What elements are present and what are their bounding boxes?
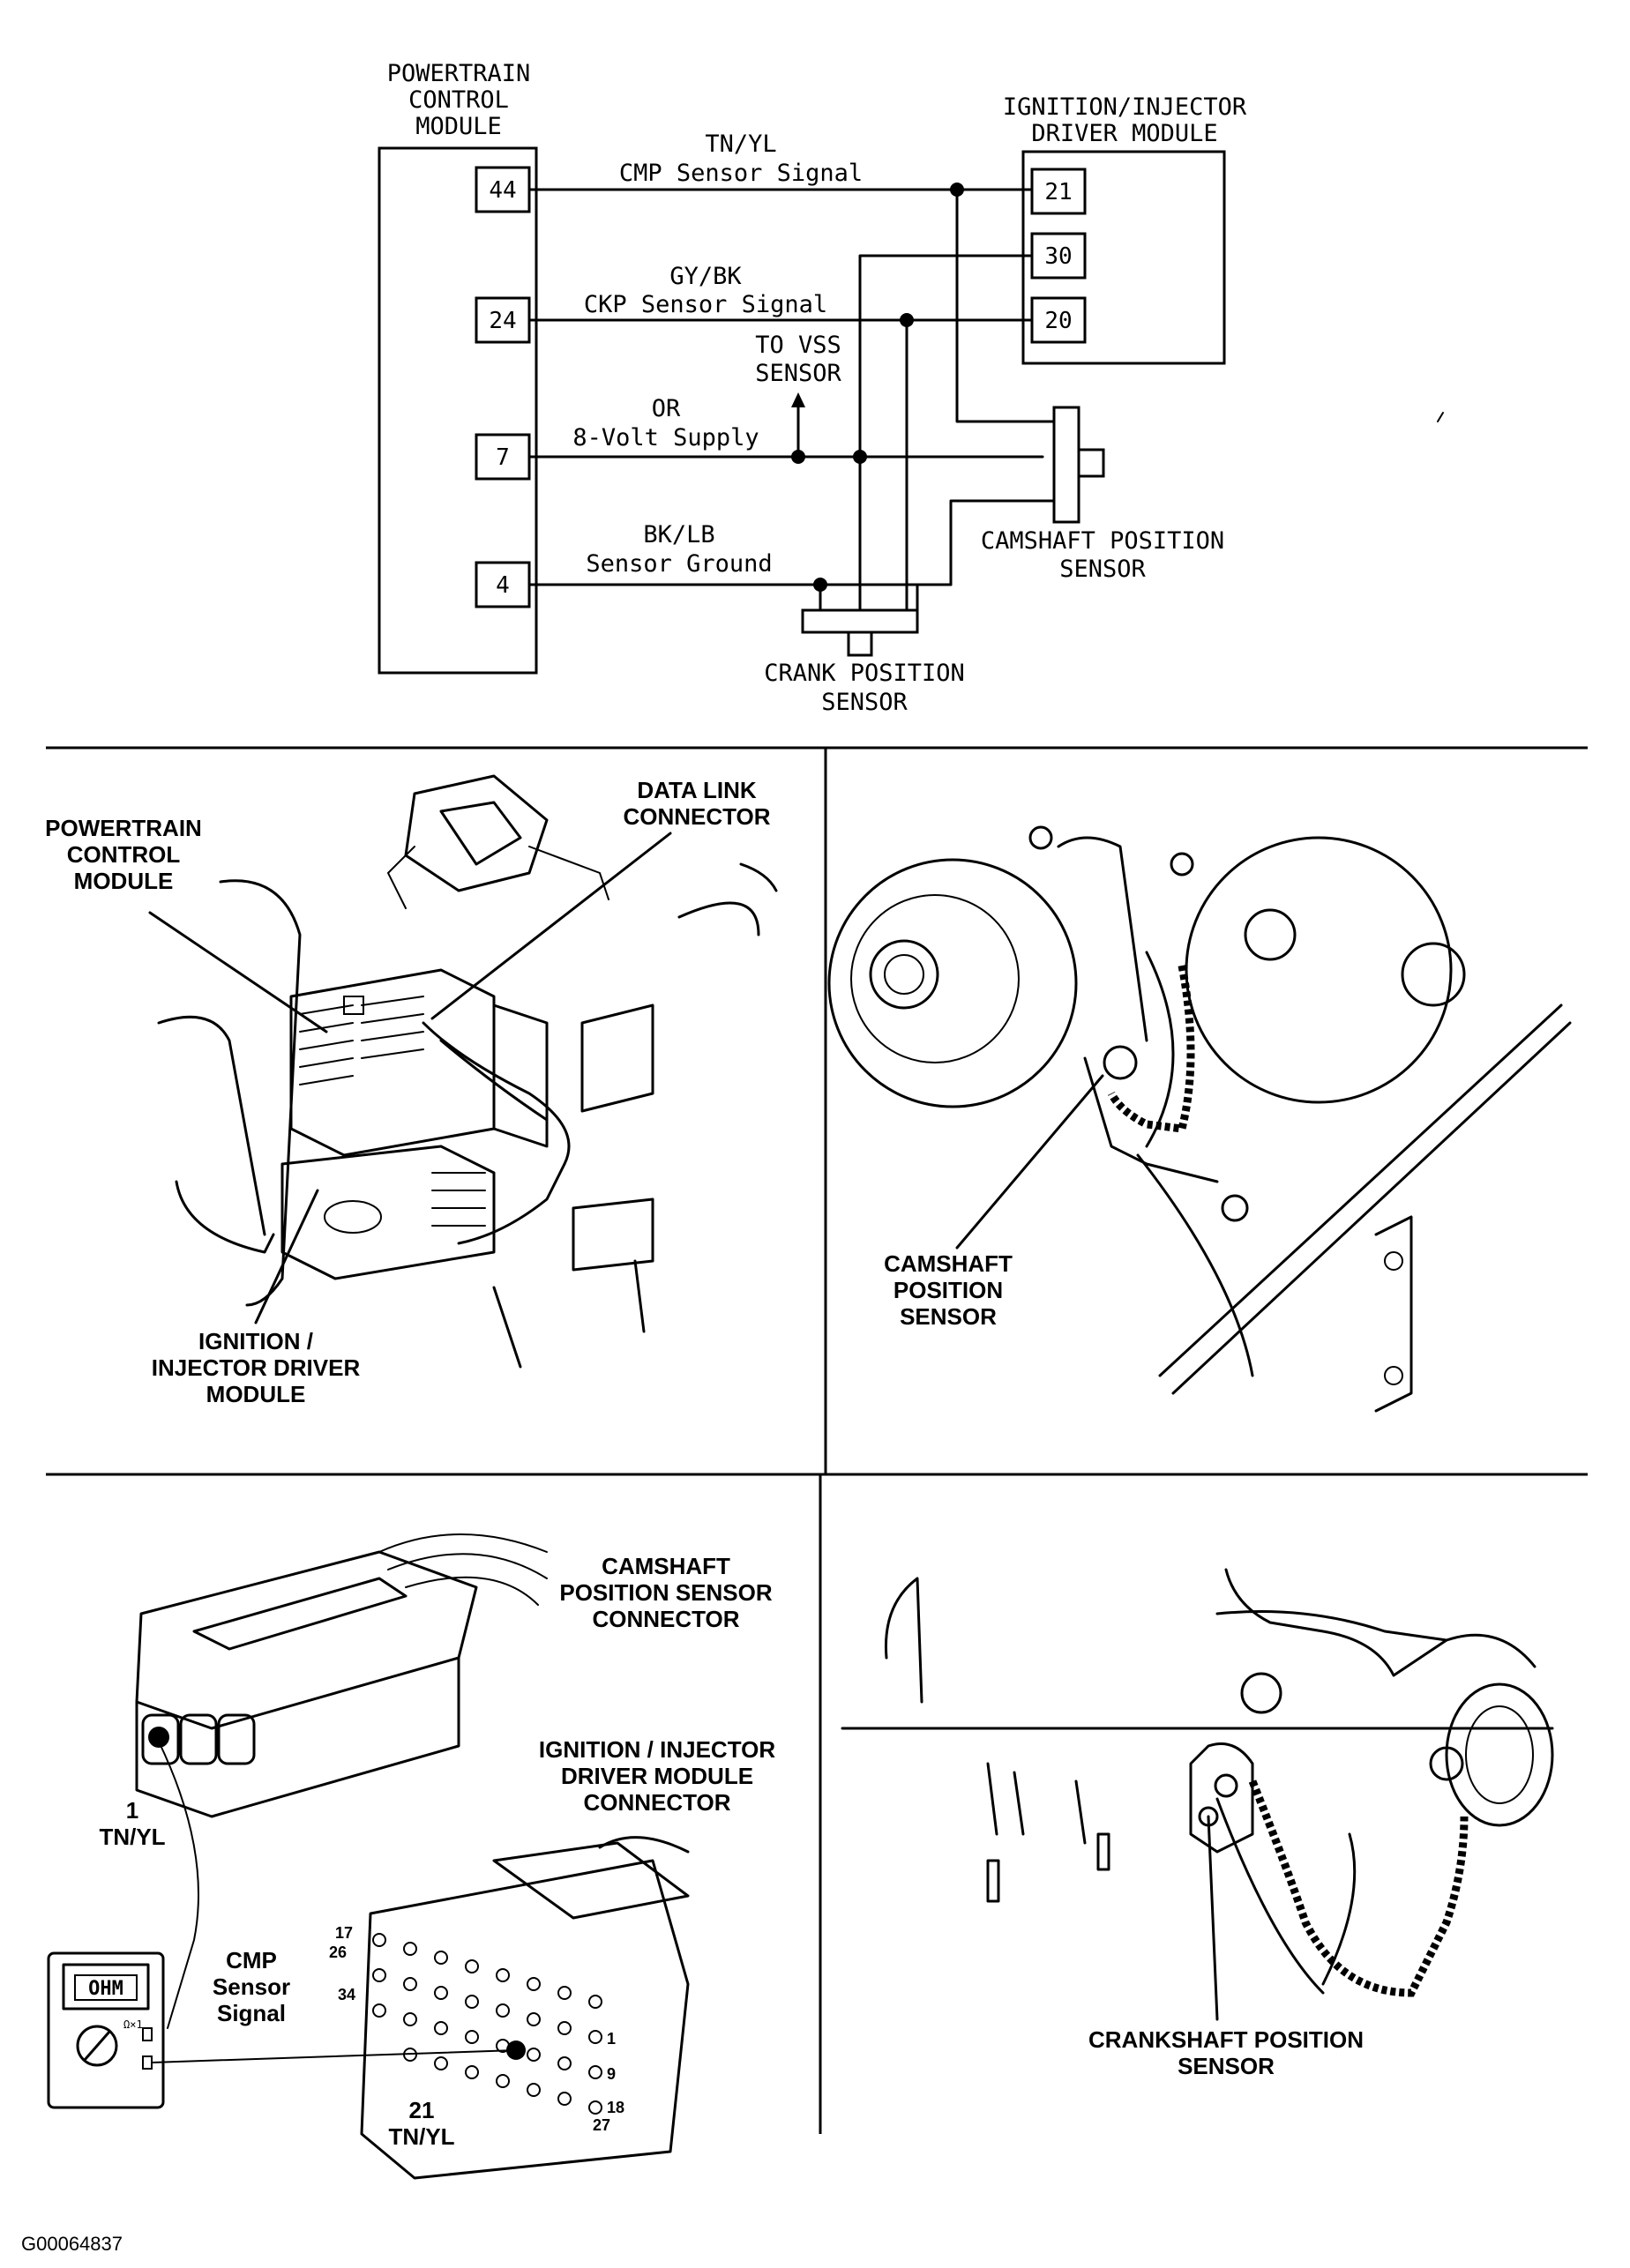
wire-4-color: BK/LB bbox=[643, 521, 714, 548]
cam-sensor-callout-line-2: POSITION bbox=[894, 1277, 1003, 1303]
junction-dot bbox=[813, 578, 827, 592]
cmp-connector-callout-line-2: POSITION SENSOR bbox=[559, 1579, 772, 1606]
pcm-callout-line-3: MODULE bbox=[74, 868, 174, 894]
crankshaft-sensor-illustration bbox=[841, 1568, 1554, 2021]
pin-number-34: 34 bbox=[338, 1986, 355, 2003]
pcm-callout-line-1: POWERTRAIN bbox=[45, 815, 202, 841]
pin-number-9: 9 bbox=[607, 2065, 616, 2083]
schematic-panel: POWERTRAIN CONTROL MODULE 44 24 7 4 IGNI… bbox=[378, 60, 1444, 716]
idm-pin-21-box bbox=[1030, 168, 1087, 215]
cmp-sensor-label-line-1: CAMSHAFT POSITION bbox=[981, 527, 1224, 555]
crank-sensor-callout-line-1: CRANKSHAFT POSITION bbox=[1088, 2026, 1364, 2053]
pcm-title-line-3: MODULE bbox=[415, 113, 502, 140]
ohmmeter-display: OHM bbox=[88, 1978, 123, 2000]
pcm-box bbox=[378, 146, 538, 675]
pcm-title-line-1: POWERTRAIN bbox=[387, 60, 531, 87]
idm-box bbox=[1021, 150, 1226, 365]
idm-pin-30: 30 bbox=[1044, 243, 1072, 270]
wire-4-label: Sensor Ground bbox=[586, 550, 772, 578]
ckp-sensor-label-line-2: SENSOR bbox=[821, 689, 908, 716]
idm-connector-callout-line-2: DRIVER MODULE bbox=[561, 1763, 753, 1789]
idm-title-line-1: IGNITION/INJECTOR bbox=[1003, 93, 1247, 121]
ohmmeter-range: Ω×1 bbox=[123, 2018, 143, 2031]
camshaft-position-sensor-symbol bbox=[1052, 406, 1105, 524]
vss-label-line-1: TO VSS bbox=[755, 332, 841, 359]
pin-number-18: 18 bbox=[607, 2099, 624, 2116]
schematic-wires bbox=[527, 188, 1056, 615]
cam-sensor-callout-line-3: SENSOR bbox=[900, 1303, 997, 1330]
dlc-callout-line-1: DATA LINK bbox=[637, 777, 756, 803]
cam-sensor-callout-line-1: CAMSHAFT bbox=[884, 1250, 1013, 1277]
wire-3-color: OR bbox=[652, 395, 681, 422]
wire-1-color: TN/YL bbox=[705, 131, 776, 158]
idm-connector-pins bbox=[372, 1933, 602, 2115]
cmp-signal-label-line-2: Sensor bbox=[213, 1973, 290, 2000]
pin-number-26: 26 bbox=[329, 1943, 347, 1961]
cmp-sensor-label-line-2: SENSOR bbox=[1059, 556, 1146, 583]
junction-dot bbox=[900, 313, 914, 327]
wire-1-label: CMP Sensor Signal bbox=[619, 160, 863, 187]
ckp-sensor-label-line-1: CRANK POSITION bbox=[764, 660, 965, 687]
engine-bay-illustration bbox=[148, 774, 778, 1369]
figure-id: G00064837 bbox=[21, 2233, 123, 2255]
wire-2-color: GY/BK bbox=[669, 263, 742, 290]
dlc-callout-line-2: CONNECTOR bbox=[623, 803, 770, 830]
idm-pin-20: 20 bbox=[1044, 308, 1072, 334]
pin-number-17: 17 bbox=[335, 1924, 353, 1942]
pin-number-1: 1 bbox=[607, 2030, 616, 2048]
pin1-label-color: TN/YL bbox=[99, 1824, 165, 1850]
pcm-pin-4: 4 bbox=[496, 572, 510, 599]
vss-label-line-2: SENSOR bbox=[755, 360, 841, 387]
pcm-pin-24: 24 bbox=[489, 308, 516, 334]
cmp-signal-label-line-1: CMP bbox=[226, 1947, 277, 1973]
cmp-connector-callout-line-1: CAMSHAFT bbox=[602, 1553, 730, 1579]
idm-connector-callout-line-3: CONNECTOR bbox=[583, 1789, 730, 1816]
wire-2-label: CKP Sensor Signal bbox=[584, 291, 827, 318]
cmp-connector-callout-line-3: CONNECTOR bbox=[592, 1606, 739, 1632]
pin-number-27: 27 bbox=[593, 2116, 610, 2134]
idm-pin-21: 21 bbox=[1044, 179, 1072, 205]
junction-dot bbox=[791, 450, 805, 464]
junction-dot bbox=[853, 450, 867, 464]
idm-callout-line-2: INJECTOR DRIVER bbox=[152, 1354, 361, 1381]
pin1-label-number: 1 bbox=[126, 1797, 138, 1824]
junction-dot bbox=[950, 183, 964, 197]
crank-position-sensor-symbol bbox=[801, 608, 919, 657]
idm-callout-line-1: IGNITION / bbox=[198, 1328, 313, 1354]
pcm-pin-7: 7 bbox=[496, 444, 510, 471]
pcm-title-line-2: CONTROL bbox=[408, 86, 509, 114]
pcm-pin-44: 44 bbox=[489, 177, 516, 204]
connector-test-illustration bbox=[47, 1533, 690, 2180]
pin21-label-color: TN/YL bbox=[388, 2123, 454, 2150]
idm-callout-line-3: MODULE bbox=[206, 1381, 306, 1407]
pin21-label-number: 21 bbox=[409, 2097, 435, 2123]
pcm-callout-line-2: CONTROL bbox=[67, 841, 181, 868]
crank-sensor-callout-line-2: SENSOR bbox=[1178, 2053, 1275, 2079]
idm-connector-callout-line-1: IGNITION / INJECTOR bbox=[539, 1736, 775, 1763]
wire-3-label: 8-Volt Supply bbox=[572, 424, 759, 451]
idm-title-line-2: DRIVER MODULE bbox=[1031, 120, 1217, 147]
camshaft-sensor-illustration bbox=[827, 825, 1572, 1413]
cmp-signal-label-line-3: Signal bbox=[217, 2000, 286, 2026]
